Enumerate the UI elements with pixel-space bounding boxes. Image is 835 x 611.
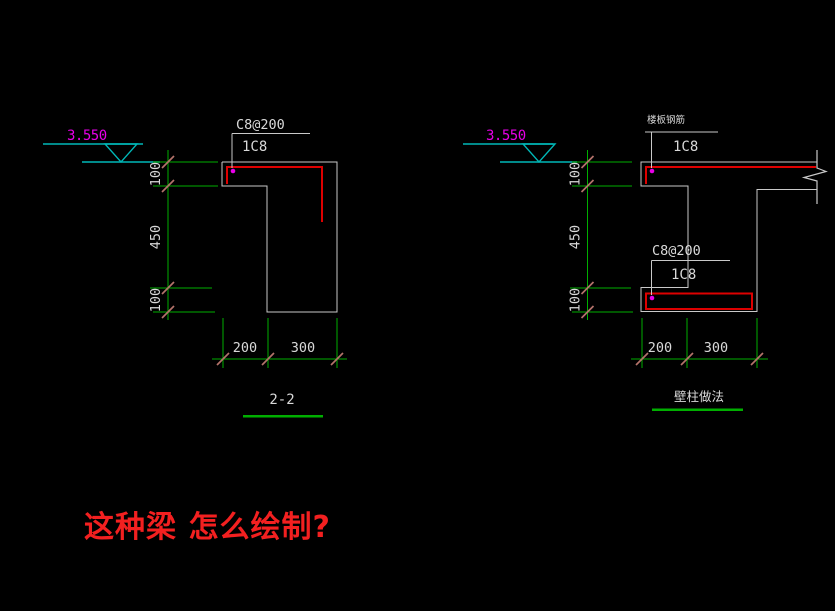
left-rebar-line bbox=[226, 166, 323, 222]
right-section-view: 3.550 100 450 100 楼板钢筋 1C8 bbox=[463, 114, 828, 411]
dim-value: 450 bbox=[568, 225, 584, 249]
dim-tick bbox=[750, 352, 764, 366]
question-text: 这种梁 怎么绘制? bbox=[84, 510, 331, 545]
dim-tick bbox=[161, 155, 175, 169]
rebar-count-label: 1C8 bbox=[673, 139, 698, 155]
section-title: 壁柱做法 bbox=[674, 389, 724, 404]
dim-tick bbox=[330, 352, 344, 366]
dim-tick bbox=[216, 352, 230, 366]
section-title: 2-2 bbox=[269, 392, 294, 408]
right-elevation-marker: 3.550 bbox=[463, 128, 577, 164]
left-vertical-dimension-chain: 100 450 100 bbox=[148, 150, 218, 320]
dim-value: 100 bbox=[568, 162, 584, 186]
right-view-title: 壁柱做法 bbox=[652, 389, 743, 411]
dim-tick bbox=[580, 179, 595, 193]
break-line-icon bbox=[801, 150, 828, 204]
elevation-marker-icon bbox=[521, 143, 557, 164]
dim-tick bbox=[161, 281, 175, 295]
dim-tick bbox=[635, 352, 649, 366]
right-bottom-rebar-outline bbox=[645, 292, 753, 310]
slab-rebar-note: 楼板钢筋 bbox=[647, 114, 685, 126]
dim-tick bbox=[161, 305, 175, 319]
dim-value: 100 bbox=[568, 288, 584, 312]
dim-value: 100 bbox=[148, 162, 164, 186]
elevation-value: 3.550 bbox=[67, 128, 107, 144]
dim-tick bbox=[261, 352, 275, 366]
rebar-node-marker bbox=[649, 168, 655, 174]
dim-value: 200 bbox=[648, 340, 672, 356]
left-rebar-callout: C8@200 1C8 bbox=[231, 117, 310, 168]
rebar-spacing-label: C8@200 bbox=[652, 243, 701, 259]
right-horizontal-dimension-chain: 200 300 bbox=[631, 318, 768, 368]
rebar-node-marker bbox=[230, 168, 236, 174]
dim-value: 450 bbox=[148, 225, 164, 249]
elevation-value: 3.550 bbox=[486, 128, 526, 144]
dim-tick bbox=[161, 179, 175, 193]
dim-tick bbox=[580, 281, 595, 295]
dim-tick bbox=[580, 155, 595, 169]
right-top-rebar-callout: 楼板钢筋 1C8 bbox=[645, 114, 718, 168]
rebar-count-label: 1C8 bbox=[671, 267, 696, 283]
dim-tick bbox=[680, 352, 694, 366]
right-top-rebar-line bbox=[645, 166, 816, 184]
left-concrete-outline bbox=[221, 161, 338, 313]
elevation-marker-icon bbox=[103, 143, 139, 164]
right-bottom-rebar-callout: C8@200 1C8 bbox=[651, 243, 730, 295]
left-horizontal-dimension-chain: 200 300 bbox=[212, 318, 347, 368]
right-concrete-outline bbox=[640, 161, 817, 313]
dim-value: 300 bbox=[704, 340, 728, 356]
dim-value: 100 bbox=[148, 288, 164, 312]
left-view-title: 2-2 bbox=[243, 392, 323, 418]
dim-value: 300 bbox=[291, 340, 315, 356]
right-vertical-dimension-chain: 100 450 100 bbox=[568, 150, 633, 320]
rebar-spacing-label: C8@200 bbox=[236, 117, 285, 133]
dim-tick bbox=[580, 305, 595, 319]
dim-value: 200 bbox=[233, 340, 257, 356]
rebar-node-marker bbox=[649, 295, 655, 301]
left-elevation-marker: 3.550 bbox=[43, 128, 160, 164]
rebar-count-label: 1C8 bbox=[242, 139, 267, 155]
left-section-view: 3.550 100 450 100 C8@200 1C8 bbox=[43, 117, 347, 418]
